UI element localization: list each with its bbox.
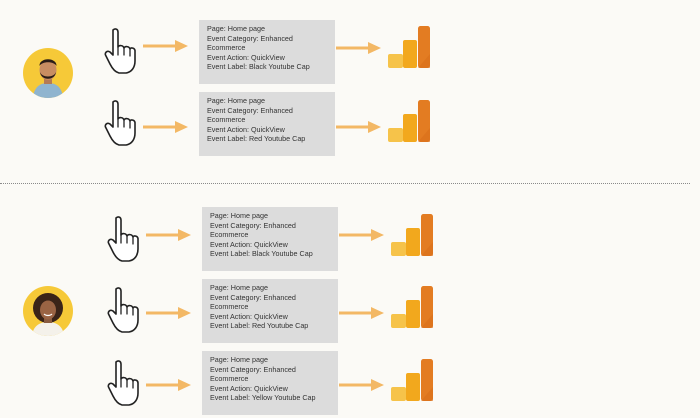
event-page: Page: Home page	[207, 96, 265, 105]
arrow-right-icon	[339, 379, 384, 391]
arrow-right-icon	[146, 229, 191, 241]
event-page: Page: Home page	[210, 211, 268, 220]
hand-pointer-icon	[104, 27, 138, 75]
event-row: Page: Home page Event Category: Enhanced…	[0, 207, 700, 273]
event-label: Event Label: Black Youtube Cap	[207, 62, 310, 72]
event-row: Page: Home page Event Category: Enhanced…	[0, 351, 700, 417]
event-action: Event Action: QuickView	[207, 52, 285, 62]
google-analytics-icon	[389, 212, 435, 258]
event-details-box: Page: Home page Event Category: Enhanced…	[202, 207, 338, 271]
event-category: Event Category: Enhanced	[210, 220, 296, 230]
google-analytics-icon	[386, 24, 432, 70]
event-row: Page: Home page Event Category: Enhanced…	[0, 20, 700, 86]
event-label: Event Label: Red Youtube Cap	[210, 321, 309, 331]
event-category: Event Category: Enhanced	[210, 292, 296, 302]
event-label: Event Label: Red Youtube Cap	[207, 134, 306, 144]
hand-pointer-icon	[107, 359, 141, 407]
section-divider	[0, 183, 690, 184]
google-analytics-icon	[386, 98, 432, 144]
event-action: Event Action: QuickView	[210, 311, 288, 321]
arrow-right-icon	[143, 121, 188, 133]
event-page: Page: Home page	[210, 355, 268, 364]
event-category: Event Category: Enhanced	[210, 364, 296, 374]
event-details-box: Page: Home page Event Category: Enhanced…	[202, 279, 338, 343]
event-page: Page: Home page	[210, 283, 268, 292]
arrow-right-icon	[146, 307, 191, 319]
event-page: Page: Home page	[207, 24, 265, 33]
hand-pointer-icon	[107, 286, 141, 334]
arrow-right-icon	[336, 42, 381, 54]
avatar-man	[23, 48, 73, 98]
event-row: Page: Home page Event Category: Enhanced…	[0, 92, 700, 158]
event-action: Event Action: QuickView	[210, 239, 288, 249]
event-details-box: Page: Home page Event Category: Enhanced…	[202, 351, 338, 415]
event-details-box: Page: Home page Event Category: Enhanced…	[199, 20, 335, 84]
event-category-cont: Ecommerce	[207, 115, 246, 125]
arrow-right-icon	[146, 379, 191, 391]
arrow-right-icon	[336, 121, 381, 133]
event-category-cont: Ecommerce	[210, 302, 249, 312]
hand-pointer-icon	[104, 99, 138, 147]
event-label: Event Label: Black Youtube Cap	[210, 249, 313, 259]
arrow-right-icon	[339, 307, 384, 319]
event-label: Event Label: Yellow Youtube Cap	[210, 393, 316, 403]
google-analytics-icon	[389, 357, 435, 403]
avatar-woman	[23, 286, 73, 336]
event-action: Event Action: QuickView	[210, 383, 288, 393]
event-category-cont: Ecommerce	[210, 374, 249, 384]
hand-pointer-icon	[107, 215, 141, 263]
event-details-box: Page: Home page Event Category: Enhanced…	[199, 92, 335, 156]
event-action: Event Action: QuickView	[207, 124, 285, 134]
arrow-right-icon	[339, 229, 384, 241]
event-category: Event Category: Enhanced	[207, 33, 293, 43]
event-category: Event Category: Enhanced	[207, 105, 293, 115]
event-category-cont: Ecommerce	[210, 230, 249, 240]
event-row: Page: Home page Event Category: Enhanced…	[0, 279, 700, 345]
google-analytics-icon	[389, 284, 435, 330]
event-category-cont: Ecommerce	[207, 43, 246, 53]
arrow-right-icon	[143, 40, 188, 52]
